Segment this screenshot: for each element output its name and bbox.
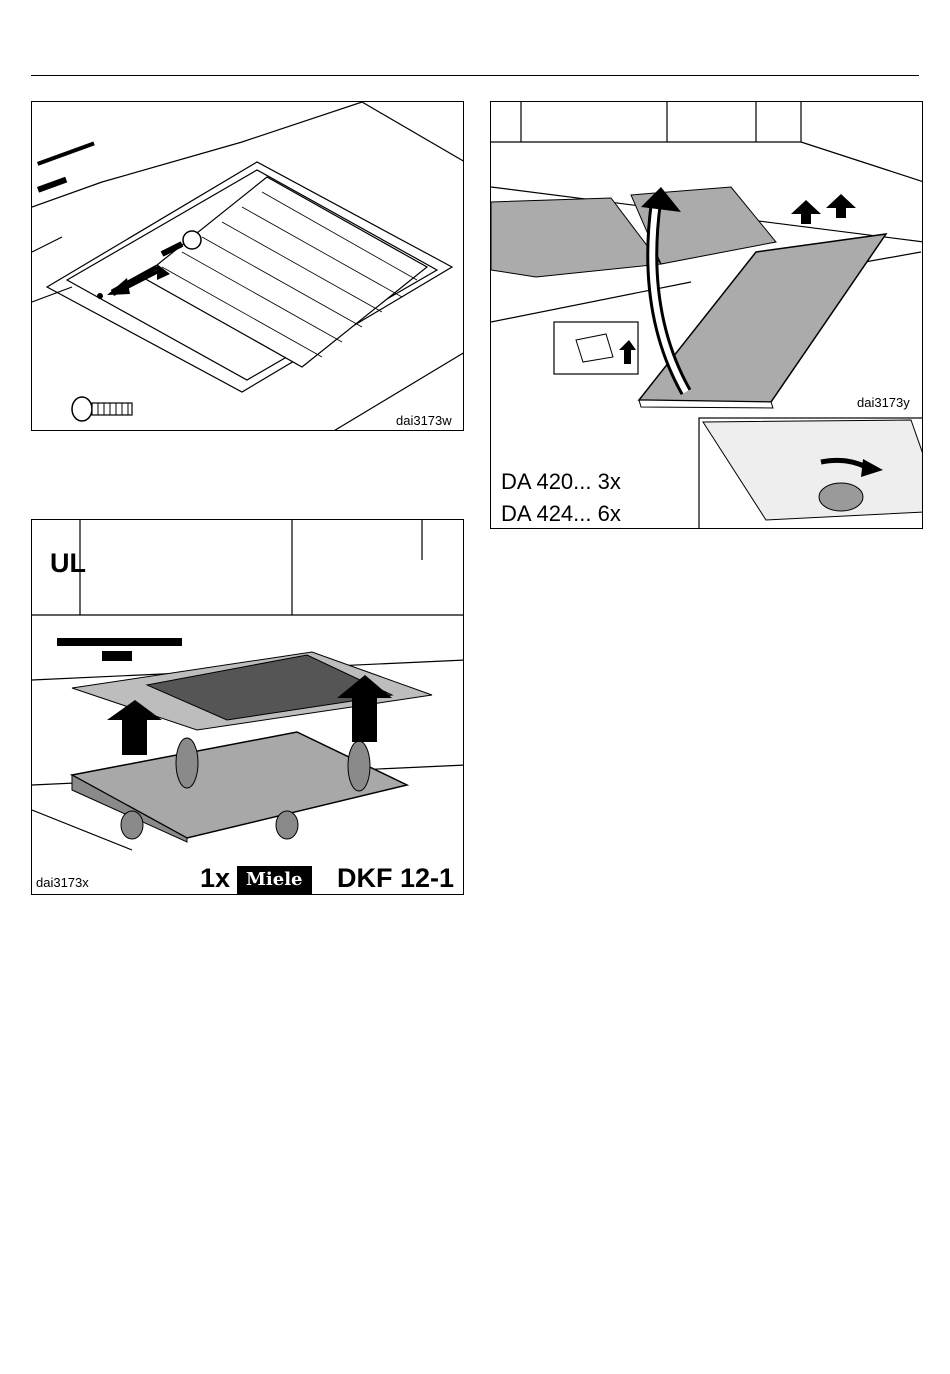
figure-charcoal-filter: UL dai3173x 1x Miele DKF 12-1 <box>31 519 464 895</box>
grease-filter-screw-illustration <box>32 102 464 431</box>
charcoal-filter-illustration <box>32 520 464 895</box>
model-line-2: DA 424... 6x <box>501 498 621 529</box>
figure-code: dai3173x <box>36 875 89 890</box>
quantity-label: 1x <box>200 863 230 894</box>
figure-grease-filter-screw: dai3173w <box>31 101 464 431</box>
brand-logo: Miele <box>238 867 311 893</box>
figure-code: dai3173w <box>396 413 452 428</box>
model-label: DKF 12-1 <box>337 863 454 894</box>
header-rule <box>31 75 919 76</box>
model-line-1: DA 420... 3x <box>501 466 621 498</box>
region-label: UL <box>50 548 86 579</box>
figure-code: dai3173y <box>857 395 910 410</box>
figure-grease-filters-removal: dai3173y DA 420... 3x DA 424... 6x <box>490 101 923 529</box>
grease-filters-removal-illustration <box>491 102 923 529</box>
